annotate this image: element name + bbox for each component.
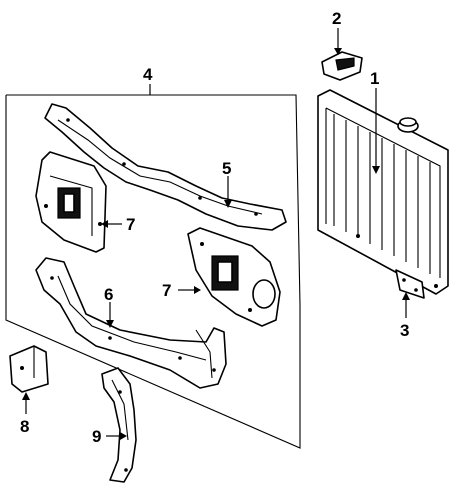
arrow-head-icon: [194, 286, 201, 294]
upper-tie-bar: [44, 103, 287, 231]
callout-7-right: 7: [162, 281, 171, 300]
side-member: [101, 367, 137, 483]
arrow-head-icon: [224, 200, 232, 208]
radiator-core-fins: [333, 114, 431, 274]
callout-6: 6: [104, 285, 113, 304]
arrow-head-icon: [22, 392, 30, 400]
callout-4: 4: [143, 65, 153, 84]
cap-bracket: [321, 51, 363, 81]
arrow-head-icon: [334, 48, 342, 55]
callout-1: 1: [370, 69, 379, 88]
arrow-head-icon: [402, 292, 410, 300]
side-panel-right: [187, 227, 281, 327]
callout-2: 2: [332, 9, 341, 28]
radiator: [317, 89, 449, 295]
callout-8: 8: [20, 417, 29, 436]
arrow-head-icon: [101, 220, 108, 228]
arrow-head-icon: [120, 432, 127, 440]
lower-tie-bar: [35, 257, 227, 389]
side-panel-left: [35, 151, 107, 253]
callout-labels: 4 2 1 5 7 7 6 3 8 9: [20, 9, 409, 446]
support-assembly-frame: [5, 94, 301, 449]
arrow-head-icon: [372, 166, 380, 174]
callout-5: 5: [222, 159, 231, 178]
callout-7-left: 7: [126, 215, 135, 234]
lower-mount: [395, 269, 425, 299]
arrow-head-icon: [106, 320, 114, 328]
callout-9: 9: [92, 427, 101, 446]
bracket-8: [9, 345, 49, 393]
callout-3: 3: [400, 321, 409, 340]
leader-lines: [22, 28, 410, 440]
